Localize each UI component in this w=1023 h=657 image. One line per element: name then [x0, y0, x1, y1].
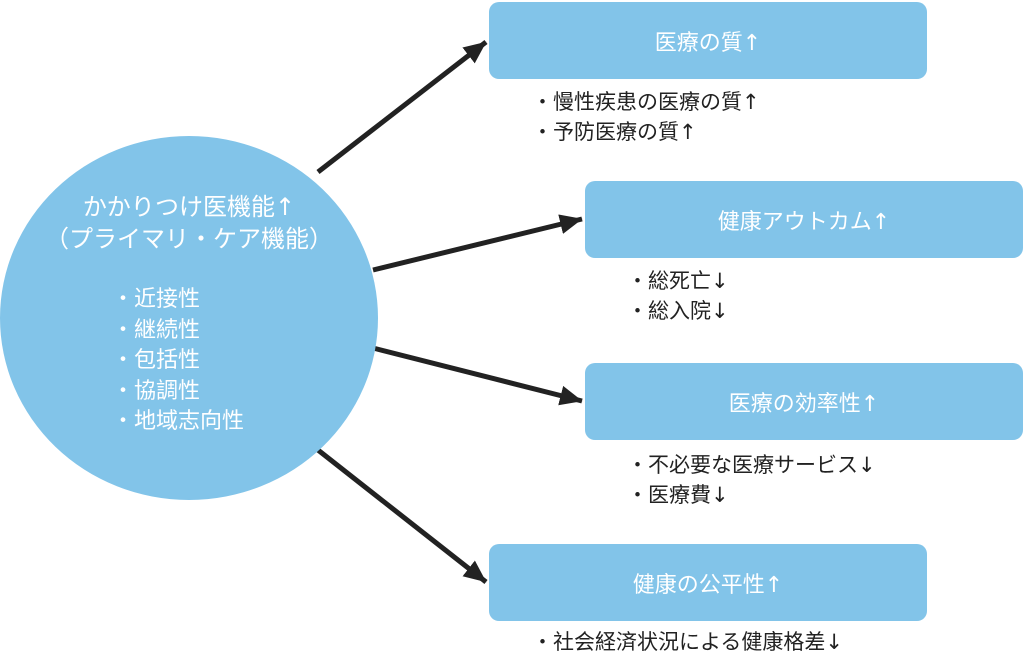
arrow-to-efficiency: [372, 345, 583, 406]
circle-title-line2: （プライマリ・ケア機能）: [45, 225, 333, 253]
feature-item: ・継続性: [112, 317, 201, 343]
feature-item: ・協調性: [112, 378, 201, 404]
circle-title-line1: かかりつけ医機能↑: [82, 193, 296, 221]
arrow-to-outcome: [372, 214, 583, 273]
bullet-item: ・不必要な医療サービス↓: [627, 453, 876, 477]
bullet-item: ・医療費↓: [627, 483, 729, 507]
outcome-bullets-quality: ・慢性疾患の医療の質↑ ・予防医療の質↑: [532, 87, 760, 147]
arrow-to-quality: [316, 40, 488, 174]
outcome-box-efficiency: 医療の効率性↑: [585, 363, 1023, 440]
outcome-box-quality: 医療の質↑: [489, 2, 927, 79]
outcome-bullets-efficiency: ・不必要な医療サービス↓ ・医療費↓: [627, 450, 876, 510]
bullet-item: ・社会経済状況による健康格差↓: [532, 630, 843, 654]
bullet-item: ・慢性疾患の医療の質↑: [532, 90, 760, 114]
feature-item: ・地域志向性: [112, 409, 245, 434]
primary-care-circle: [0, 136, 378, 500]
outcome-bullets-equity: ・社会経済状況による健康格差↓: [532, 627, 843, 657]
outcome-box-equity: 健康の公平性↑: [489, 544, 927, 621]
arrow-to-equity: [316, 448, 488, 584]
feature-item: ・包括性: [112, 348, 201, 373]
feature-item: ・近接性: [112, 287, 201, 312]
outcome-box-health: 健康アウトカム↑: [585, 181, 1023, 258]
outcome-bullets-health: ・総死亡↓ ・総入院↓: [627, 266, 729, 326]
bullet-item: ・総入院↓: [627, 299, 729, 323]
bullet-item: ・総死亡↓: [627, 269, 729, 293]
feature-list: ・近接性 ・継続性 ・包括性 ・協調性 ・地域志向性: [112, 285, 244, 438]
bullet-item: ・予防医療の質↑: [532, 120, 697, 144]
